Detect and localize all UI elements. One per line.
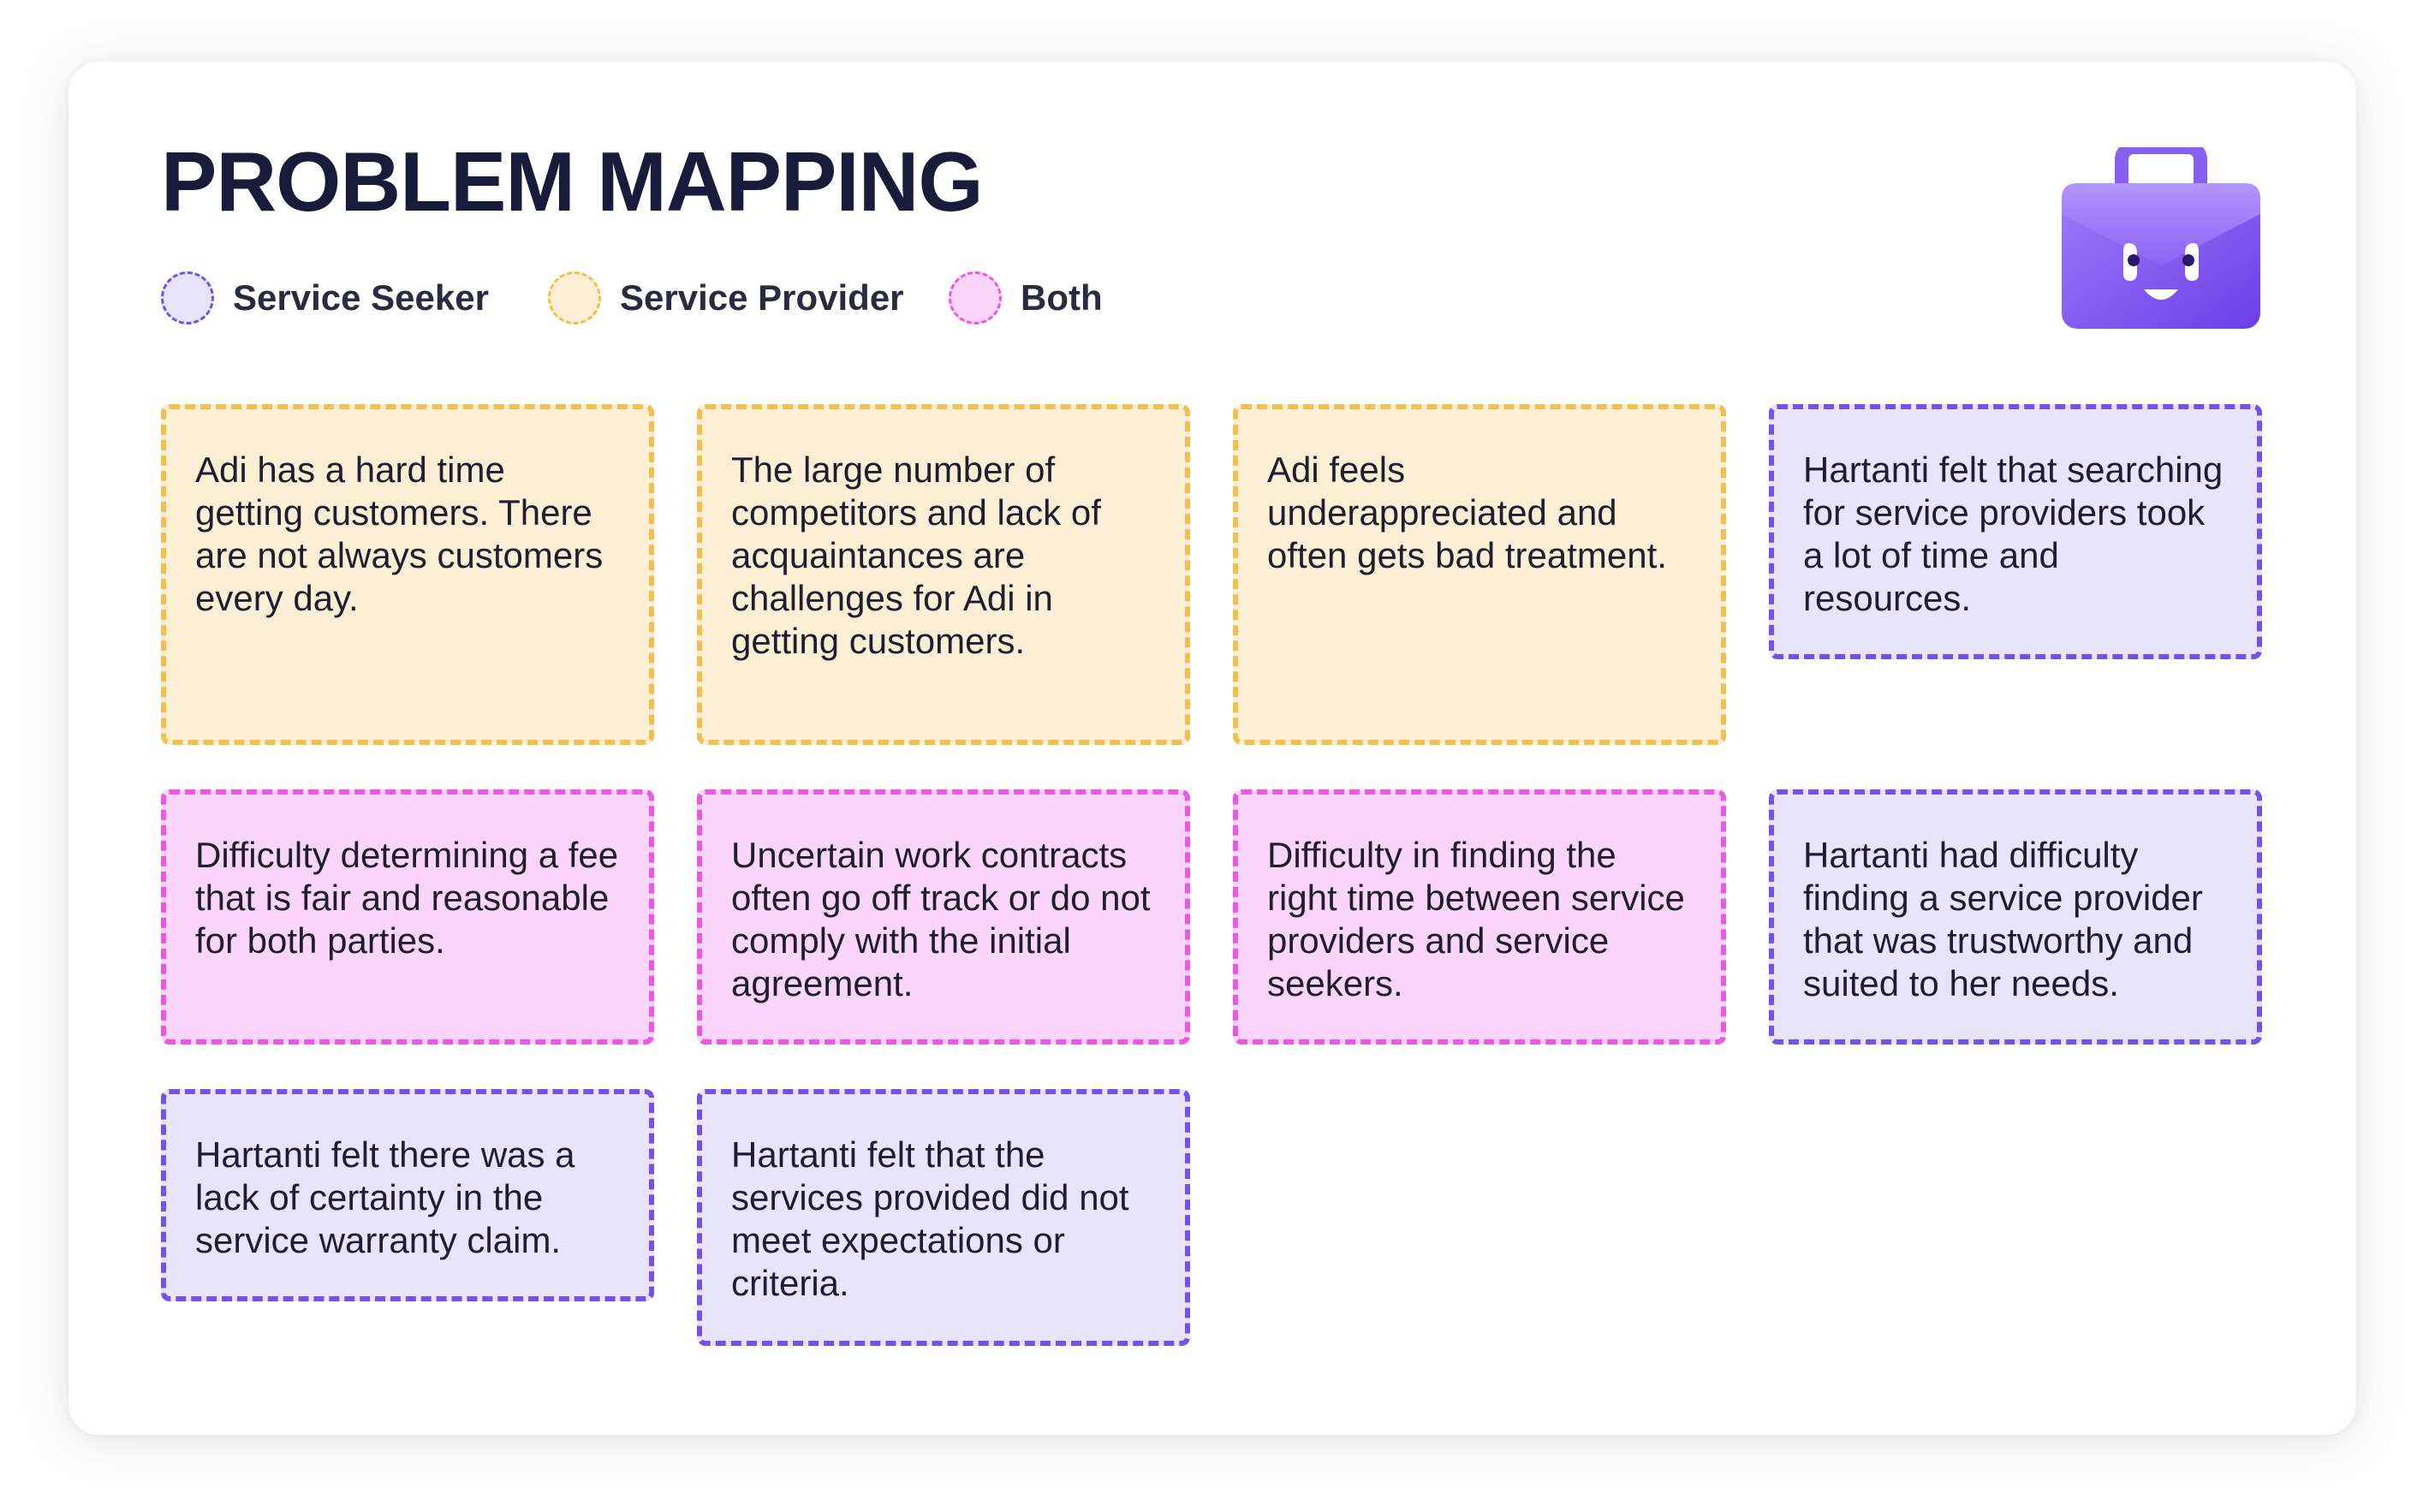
sticky-note-5[interactable]: Difficulty determining a fee that is fai… <box>161 789 654 1045</box>
sticky-note-1[interactable]: Adi has a hard time getting customers. T… <box>161 404 654 745</box>
legend-swatch-seeker <box>161 271 214 324</box>
legend-swatch-provider <box>548 271 601 324</box>
page-title: PROBLEM MAPPING <box>161 134 984 229</box>
sticky-note-2[interactable]: The large number of competitors and lack… <box>697 404 1190 745</box>
sticky-note-9[interactable]: Hartanti felt there was a lack of certai… <box>161 1089 654 1301</box>
problem-mapping-board: PROBLEM MAPPING Service Seeker Service P… <box>68 62 2356 1435</box>
briefcase-mascot-icon <box>2062 147 2260 329</box>
sticky-note-10[interactable]: Hartanti felt that the services provided… <box>697 1089 1190 1346</box>
legend-swatch-both <box>949 271 1002 324</box>
legend-label: Both <box>1021 277 1103 318</box>
sticky-note-3[interactable]: Adi feels underappreciated and often get… <box>1233 404 1726 745</box>
sticky-note-7[interactable]: Difficulty in finding the right time bet… <box>1233 789 1726 1045</box>
sticky-note-6[interactable]: Uncertain work contracts often go off tr… <box>697 789 1190 1045</box>
legend-label: Service Provider <box>620 277 904 318</box>
sticky-note-8[interactable]: Hartanti had difficulty finding a servic… <box>1769 789 2262 1045</box>
legend-item-service-seeker: Service Seeker <box>161 268 489 328</box>
legend-label: Service Seeker <box>233 277 489 318</box>
legend-item-service-provider: Service Provider <box>548 268 904 328</box>
sticky-note-4[interactable]: Hartanti felt that searching for service… <box>1769 404 2262 659</box>
legend-item-both: Both <box>949 268 1103 328</box>
